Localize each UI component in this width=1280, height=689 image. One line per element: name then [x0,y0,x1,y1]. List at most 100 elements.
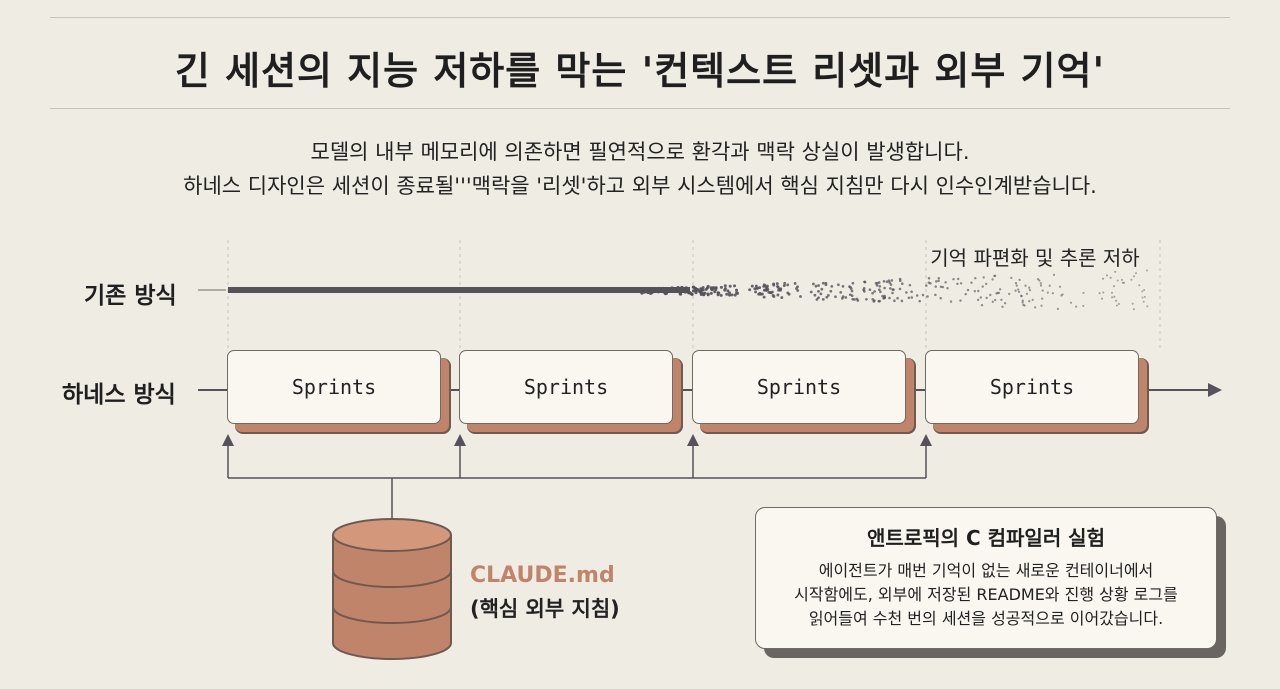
fragment-dot [979,296,982,299]
fragment-dot [1114,270,1117,273]
fragment-dot [927,281,931,284]
sprint-box-3: Sprints [692,350,906,424]
fragment-dot [1018,278,1021,282]
fragment-dot [935,280,938,283]
fragment-dot [830,285,834,288]
fragment-dot [839,291,843,294]
fragment-dot [1058,285,1062,288]
fragment-dot [748,288,752,292]
fragment-dot [1113,295,1116,298]
fragment-dot [956,282,959,286]
fragment-dot [1040,304,1043,307]
fragment-dot [648,288,652,292]
fragment-dot [876,281,879,285]
fragment-dot [907,296,911,300]
subtitle-line-1: 모델의 내부 메모리에 의존하면 필연적으로 환각과 맥락 상실이 발생합니다. [310,140,970,164]
fragment-dot [770,290,774,294]
fragment-dot [1141,296,1144,299]
fragment-dot [998,288,1002,291]
fragment-dot [639,289,643,293]
fragment-dot [728,284,732,288]
fragment-dot [973,289,977,293]
title-divider [50,108,1230,109]
experiment-note-card: 앤트로픽의 C 컴파일러 실험 에이전트가 매번 기억이 없는 새로운 컨테이너… [755,507,1217,649]
fragment-dot [817,290,820,293]
fragment-dot [981,285,984,288]
fragment-dot [1036,277,1040,281]
connector-arrowheads [222,434,932,446]
fragment-dot [915,294,919,297]
fragment-dot [898,277,902,281]
fragment-dot [691,289,696,293]
fragment-dot [1075,305,1078,308]
fragment-dot [820,287,824,291]
fragment-dot [1014,282,1018,285]
fragment-dot [883,286,886,290]
fragment-dot [980,304,984,307]
fragment-dot [664,291,669,295]
fragment-dot [991,300,994,303]
memory-file-description: (핵심 외부 지침) [470,597,620,621]
fragment-dot [891,291,894,295]
fragment-dot [764,288,767,292]
fragment-dot [944,281,947,284]
fragment-dot [1034,306,1037,309]
fragment-dot [877,288,881,292]
fragment-dot [799,295,802,298]
sprint-box-2: Sprints [459,350,673,424]
fragment-dot [898,287,902,291]
fragment-dot [1028,286,1031,289]
fragment-dot [1021,299,1024,302]
fragment-dot [793,281,797,285]
fragment-dot [1015,284,1018,287]
fragment-dot [900,299,904,303]
fragment-dot [657,286,661,290]
fragment-dot [684,286,688,290]
fragment-dot [883,296,886,299]
fragment-dot [662,289,666,293]
note-line-1: 에이전트가 매번 기억이 없는 새로운 컨테이너에서 [818,561,1154,580]
fragment-dot [767,290,771,294]
fragment-dot [871,291,874,295]
fragment-dot [726,289,730,293]
dashed-guides [227,240,1161,350]
fragment-dot [699,287,703,291]
fragment-dot [1060,294,1063,297]
fragment-dot [827,294,830,297]
fragment-dot [757,292,761,296]
fragment-dot [993,298,997,302]
memory-file-name: CLAUDE.md [470,563,615,588]
fragment-dot [656,290,660,294]
fragment-dot [1014,289,1017,292]
fragment-dot [977,289,980,293]
fragment-dot [952,277,955,281]
fragment-dot [882,279,886,283]
fragment-dot [1117,302,1120,305]
fragment-dot [934,285,937,288]
fragment-dot [1115,304,1118,307]
fragment-dot [993,274,996,278]
fragment-dot [856,299,860,302]
fragment-dot [926,295,929,298]
fragment-dot [725,292,729,296]
fragment-dot [974,276,977,280]
fragment-dot [762,284,766,288]
fragment-dot [875,284,879,287]
fragment-dot [850,289,854,293]
fragment-dot [713,290,717,294]
fragment-dot [910,296,914,299]
fragment-dot [1017,288,1020,291]
fragment-dot [670,286,674,290]
fragment-dot [1041,289,1044,292]
fragment-dot [735,288,738,292]
fragment-dot [706,293,710,297]
fragment-dot [1123,281,1126,284]
fragment-dot [667,287,671,292]
fragment-dot [893,299,896,303]
fragment-dot [1024,284,1027,287]
fragment-dot [959,299,962,302]
fragment-dot [735,291,739,295]
fragment-dot [1142,300,1145,303]
fragment-dot [989,293,992,297]
fragment-dot [709,291,713,295]
